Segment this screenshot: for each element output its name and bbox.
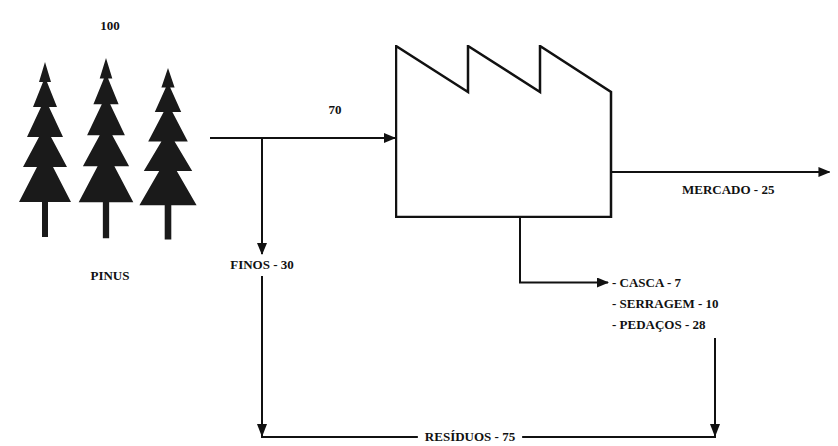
node-text: - PEDAÇOS - 28: [612, 314, 719, 335]
pine-tree: [79, 58, 134, 238]
residue-list: - CASCA - 7- SERRAGEM - 10- PEDAÇOS - 28: [612, 272, 719, 335]
flow-output: MERCADO - 25: [682, 182, 774, 198]
flow-arrow: [612, 171, 829, 173]
factory-outline: [396, 46, 611, 217]
node-text: FINOS - 30: [230, 257, 294, 273]
pine-tree: [139, 68, 196, 240]
tree-group: 100PINUS: [10, 18, 210, 284]
flow-arrow: [262, 276, 418, 437]
node-text: RESÍDUOS - 75: [425, 429, 515, 445]
arrowhead: [257, 424, 267, 437]
node-text: PINUS: [90, 268, 129, 284]
flow-arrow: [520, 217, 608, 283]
flow-arrow: [522, 338, 715, 437]
factory-outline: [395, 45, 613, 218]
node-text: MERCADO - 25: [682, 182, 774, 198]
node-text: - SERRAGEM - 10: [612, 293, 719, 314]
arrowhead: [710, 424, 720, 437]
flow-output: FINOS - 30: [230, 257, 294, 273]
pine-tree: [19, 62, 71, 237]
node-text: 100: [100, 18, 120, 34]
flow-value: 70: [329, 102, 342, 118]
flow-total: RESÍDUOS - 75: [418, 429, 522, 445]
flow-arrow: [210, 138, 262, 254]
factory-building: [395, 45, 613, 218]
node-text: - CASCA - 7: [612, 272, 719, 293]
